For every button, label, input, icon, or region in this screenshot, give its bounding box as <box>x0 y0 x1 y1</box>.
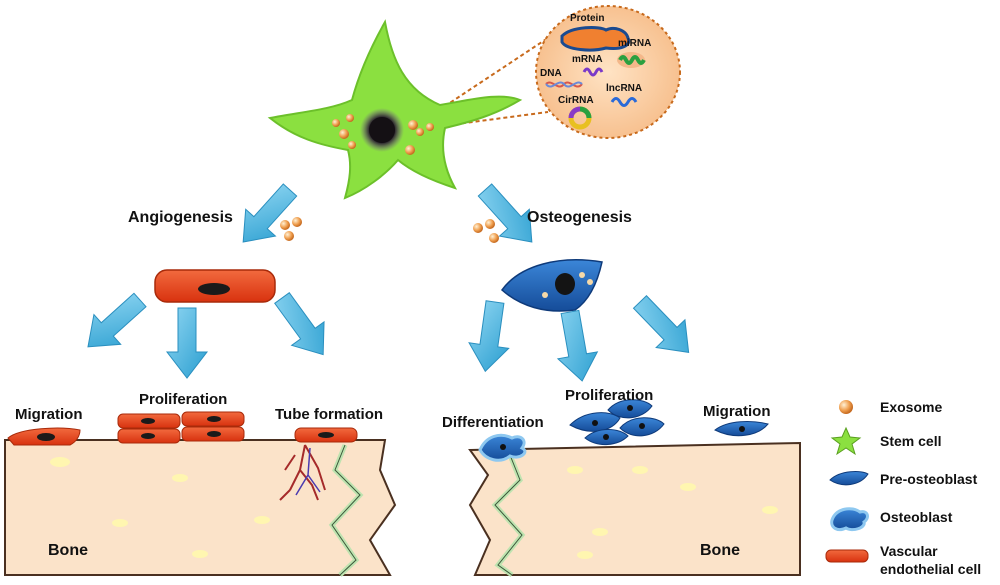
stem-cell <box>267 19 523 200</box>
circrna-label: CirRNA <box>558 95 594 106</box>
proliferating-pre-osteoblasts <box>569 399 665 445</box>
proliferation-endothelial-cells <box>117 411 245 444</box>
bone-label-right: Bone <box>700 542 740 559</box>
dna-icon <box>545 81 583 88</box>
legend-osteoblast-label: Osteoblast <box>880 509 953 525</box>
legend-exosome-label: Exosome <box>880 399 942 415</box>
legend-vascular-label-line1: Vascular <box>880 543 938 559</box>
arrow-icon <box>227 176 306 256</box>
legend-stem-cell-label: Stem cell <box>880 433 941 449</box>
protein-label: Protein <box>570 13 604 24</box>
protein-icon <box>560 26 631 52</box>
bone-label-left: Bone <box>48 542 88 559</box>
angio-migration-label: Migration <box>15 406 83 423</box>
legend-pre-osteoblast-label: Pre-osteoblast <box>880 471 978 487</box>
lncrna-label: lncRNA <box>606 83 642 94</box>
floating-exosomes-left <box>280 217 302 241</box>
mirna-icon <box>617 52 646 68</box>
arrow-icon <box>166 307 208 379</box>
lncrna-icon <box>610 97 638 107</box>
arrow-icon <box>625 287 704 367</box>
dna-label: DNA <box>540 68 562 79</box>
mirna-label: miRNA <box>618 38 651 49</box>
arrow-icon <box>74 284 154 363</box>
osteogenesis-title: Osteogenesis <box>527 209 632 226</box>
migrating-pre-osteoblast <box>714 421 769 437</box>
legend-vascular-label-line2: endothelial cell <box>880 561 981 577</box>
tube-formation-endothelial-cell <box>294 427 358 443</box>
exosome-contents-bubble: Protein miRNA mRNA DNA lncRNA CirRNA <box>426 5 681 139</box>
vascular-endothelial-cell <box>154 269 276 303</box>
angio-proliferation-label: Proliferation <box>139 391 227 408</box>
arrow-icon <box>549 308 603 385</box>
floating-exosomes-right <box>473 219 499 243</box>
legend: Exosome Stem cell Pre-osteoblast Osteobl… <box>825 399 981 577</box>
bone-block-right <box>468 441 801 578</box>
blood-vessel-sprouts <box>279 444 326 501</box>
angiogenesis-title: Angiogenesis <box>128 209 233 226</box>
osteo-differentiation-label: Differentiation <box>442 414 544 431</box>
pre-osteoblast-icon <box>829 471 869 486</box>
stem-cell-icon <box>830 426 862 456</box>
arrow-icon <box>464 298 516 375</box>
mrna-icon <box>582 67 604 77</box>
osteo-proliferation-label: Proliferation <box>565 387 653 404</box>
migration-endothelial-cell <box>7 427 81 446</box>
exosome-icon <box>839 400 853 414</box>
differentiated-osteoblast <box>478 433 527 462</box>
osteo-migration-label: Migration <box>703 403 771 420</box>
pre-osteoblast-cell <box>500 259 603 312</box>
arrow-icon <box>265 285 340 367</box>
osteoblast-icon <box>830 507 869 532</box>
vascular-endothelial-cell-icon <box>825 549 869 563</box>
circrna-icon <box>568 106 592 130</box>
angio-tube-formation-label: Tube formation <box>275 406 383 423</box>
mrna-label: mRNA <box>572 54 603 65</box>
